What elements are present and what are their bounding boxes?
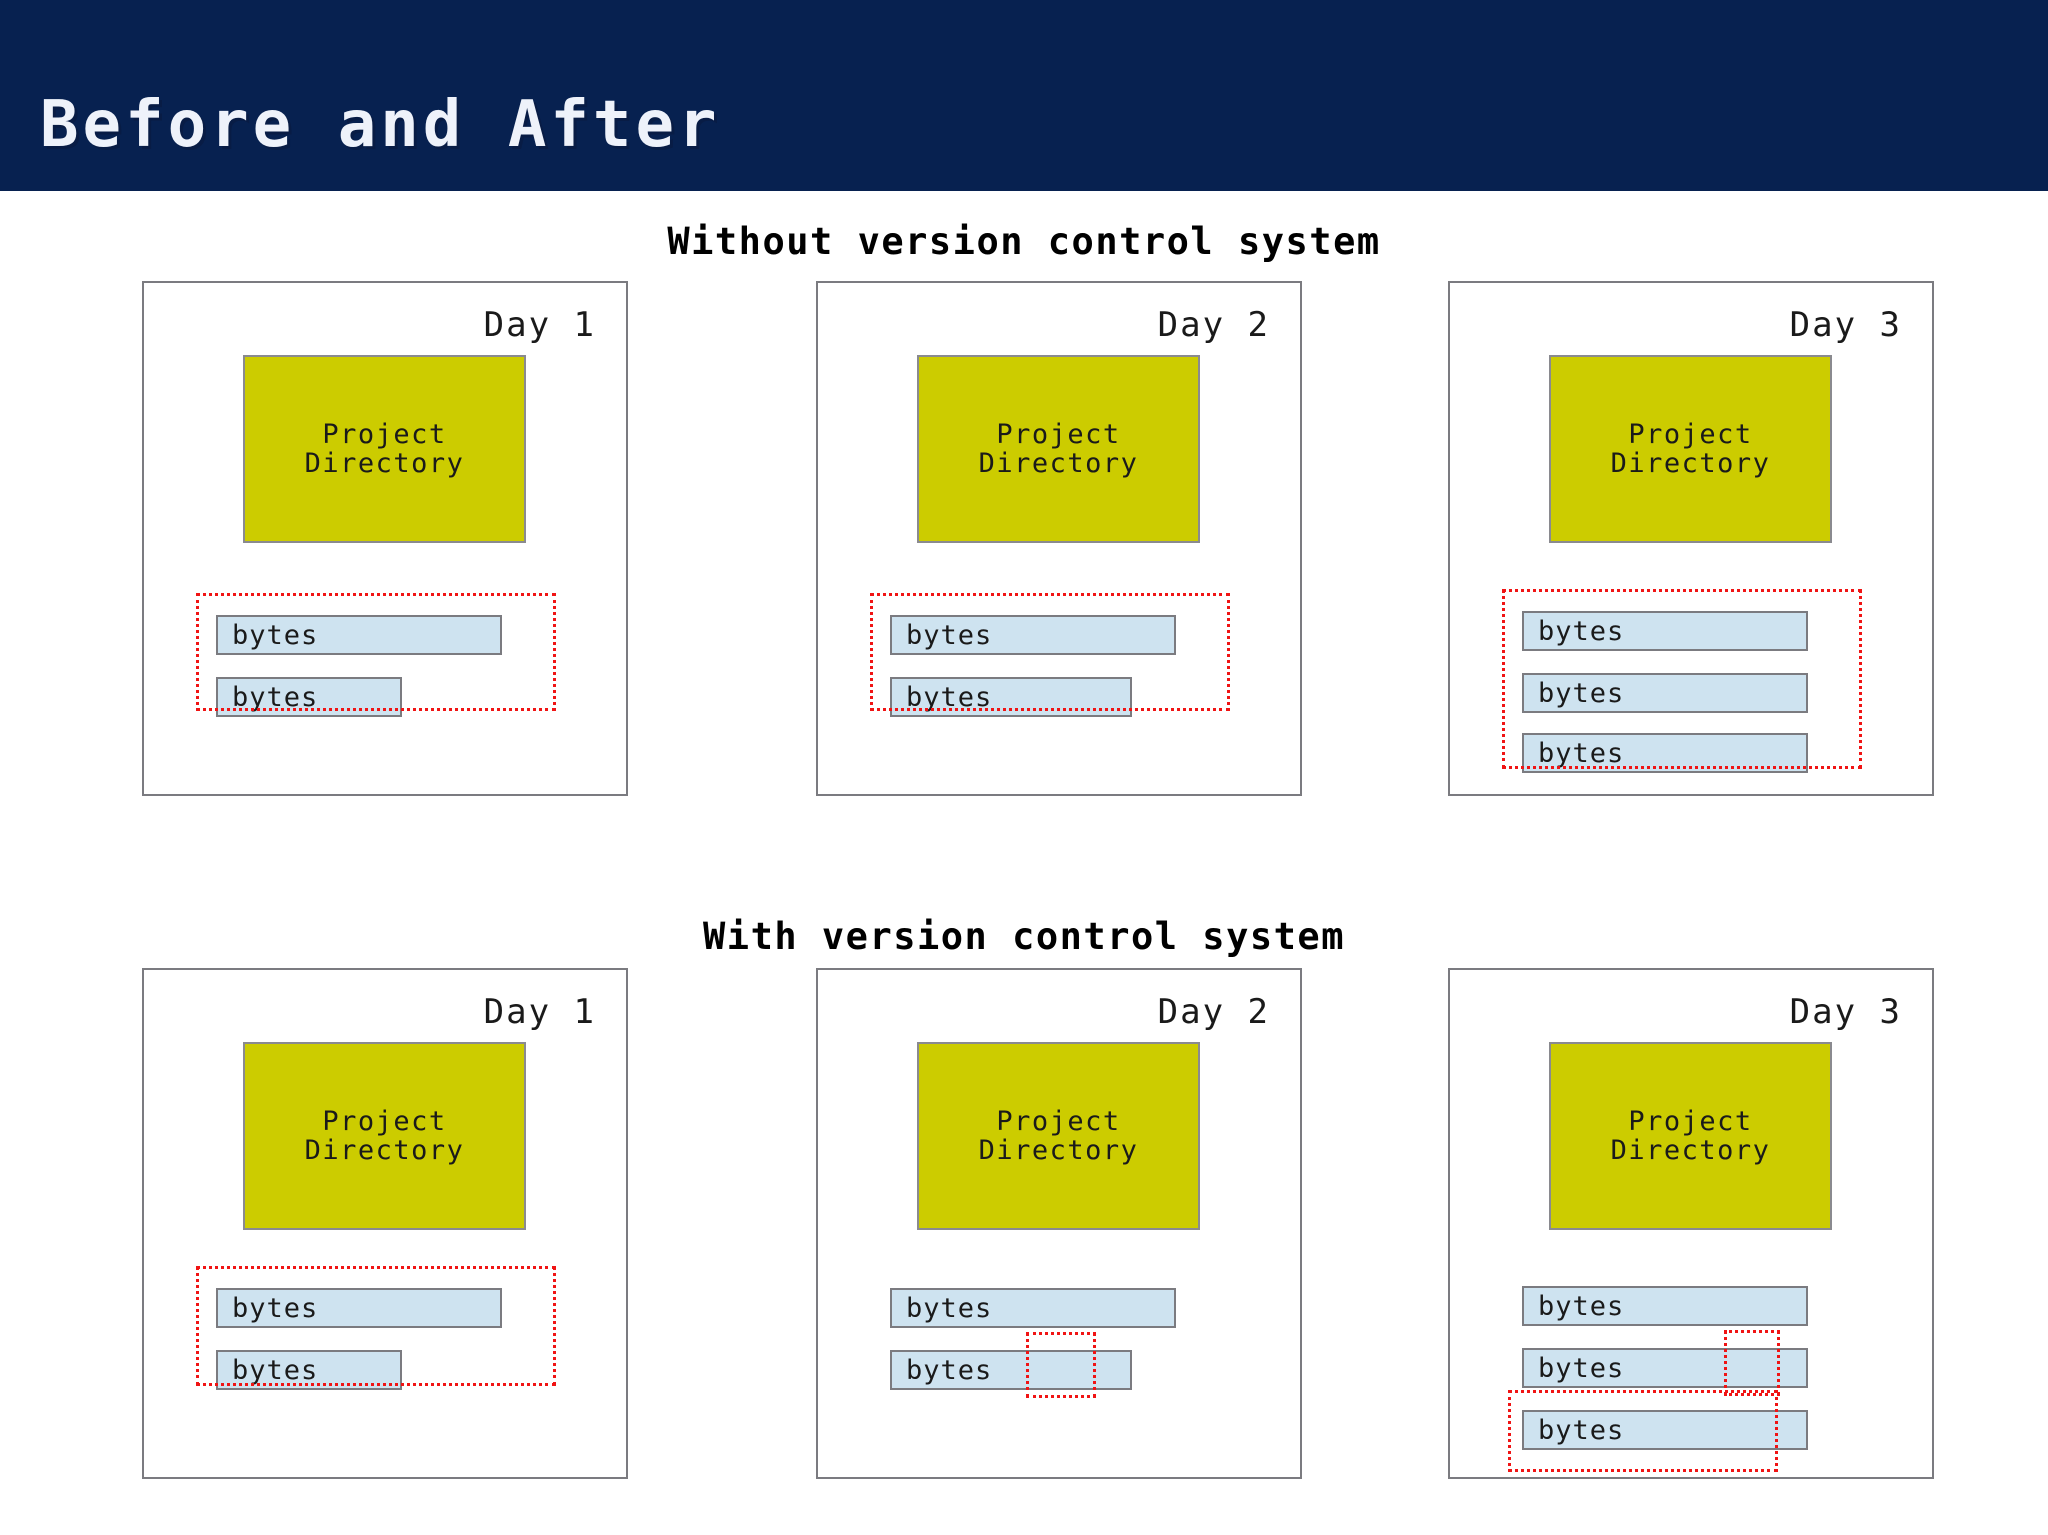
day-label: Day 1: [483, 992, 596, 1032]
project-directory-box: Project Directory: [917, 355, 1200, 543]
project-directory-label: Project Directory: [1610, 418, 1771, 479]
bytes-bar: bytes: [890, 615, 1176, 655]
project-directory-label: Project Directory: [304, 1105, 465, 1166]
bytes-bars-area: bytes bytes bytes: [1450, 970, 1932, 1477]
bytes-bars-area: bytes bytes: [818, 283, 1300, 794]
bytes-bar: bytes: [1522, 1286, 1808, 1326]
bytes-bar-label: bytes: [906, 619, 993, 651]
bytes-bar: bytes: [216, 615, 502, 655]
day-label: Day 1: [483, 305, 596, 345]
bytes-bar-label: bytes: [906, 1354, 993, 1386]
bytes-bar: bytes: [890, 1350, 1132, 1390]
project-directory-box: Project Directory: [917, 1042, 1200, 1230]
bytes-bar-label: bytes: [906, 681, 993, 713]
bytes-bar: bytes: [890, 677, 1132, 717]
day-label: Day 2: [1157, 305, 1270, 345]
bytes-bar-label: bytes: [232, 619, 319, 651]
day-panel-without-vcs-1: Day 1 Project Directory bytes bytes: [142, 281, 628, 796]
day-panel-with-vcs-2: Day 2 Project Directory bytes bytes: [816, 968, 1302, 1479]
bytes-bar-label: bytes: [232, 681, 319, 713]
section-heading-with-vcs: With version control system: [703, 915, 1345, 958]
day-label: Day 3: [1789, 992, 1902, 1032]
day-panel-with-vcs-1: Day 1 Project Directory bytes bytes: [142, 968, 628, 1479]
day-label: Day 3: [1789, 305, 1902, 345]
bytes-bars-area: bytes bytes: [144, 970, 626, 1477]
project-directory-label: Project Directory: [978, 1105, 1139, 1166]
bytes-bar-label: bytes: [1538, 677, 1625, 709]
bytes-bar: bytes: [890, 1288, 1176, 1328]
project-directory-label: Project Directory: [978, 418, 1139, 479]
header-bar: Before and After: [0, 0, 2048, 191]
bytes-bar-label: bytes: [1538, 1414, 1625, 1446]
page-title: Before and After: [40, 88, 721, 162]
bytes-bar: bytes: [1522, 1410, 1808, 1450]
bytes-bars-area: bytes bytes: [818, 970, 1300, 1477]
bytes-bars-area: bytes bytes: [144, 283, 626, 794]
bytes-bar: bytes: [216, 1350, 402, 1390]
project-directory-box: Project Directory: [243, 355, 526, 543]
day-panel-with-vcs-3: Day 3 Project Directory bytes bytes bytes: [1448, 968, 1934, 1479]
bytes-bar: bytes: [1522, 733, 1808, 773]
project-directory-box: Project Directory: [1549, 355, 1832, 543]
bytes-bar-label: bytes: [1538, 1352, 1625, 1384]
bytes-bar-label: bytes: [1538, 615, 1625, 647]
day-panel-without-vcs-3: Day 3 Project Directory bytes bytes bytes: [1448, 281, 1934, 796]
project-directory-label: Project Directory: [304, 418, 465, 479]
bytes-bar-label: bytes: [906, 1292, 993, 1324]
bytes-bar-label: bytes: [1538, 737, 1625, 769]
bytes-bar: bytes: [216, 1288, 502, 1328]
bytes-bar-label: bytes: [1538, 1290, 1625, 1322]
project-directory-label: Project Directory: [1610, 1105, 1771, 1166]
bytes-bar: bytes: [1522, 611, 1808, 651]
bytes-bars-area: bytes bytes bytes: [1450, 283, 1932, 794]
section-heading-without-vcs: Without version control system: [667, 220, 1381, 263]
day-panel-without-vcs-2: Day 2 Project Directory bytes bytes: [816, 281, 1302, 796]
bytes-bar-label: bytes: [232, 1354, 319, 1386]
bytes-bar-label: bytes: [232, 1292, 319, 1324]
bytes-bar: bytes: [1522, 1348, 1808, 1388]
bytes-bar: bytes: [1522, 673, 1808, 713]
project-directory-box: Project Directory: [1549, 1042, 1832, 1230]
day-label: Day 2: [1157, 992, 1270, 1032]
bytes-bar: bytes: [216, 677, 402, 717]
project-directory-box: Project Directory: [243, 1042, 526, 1230]
